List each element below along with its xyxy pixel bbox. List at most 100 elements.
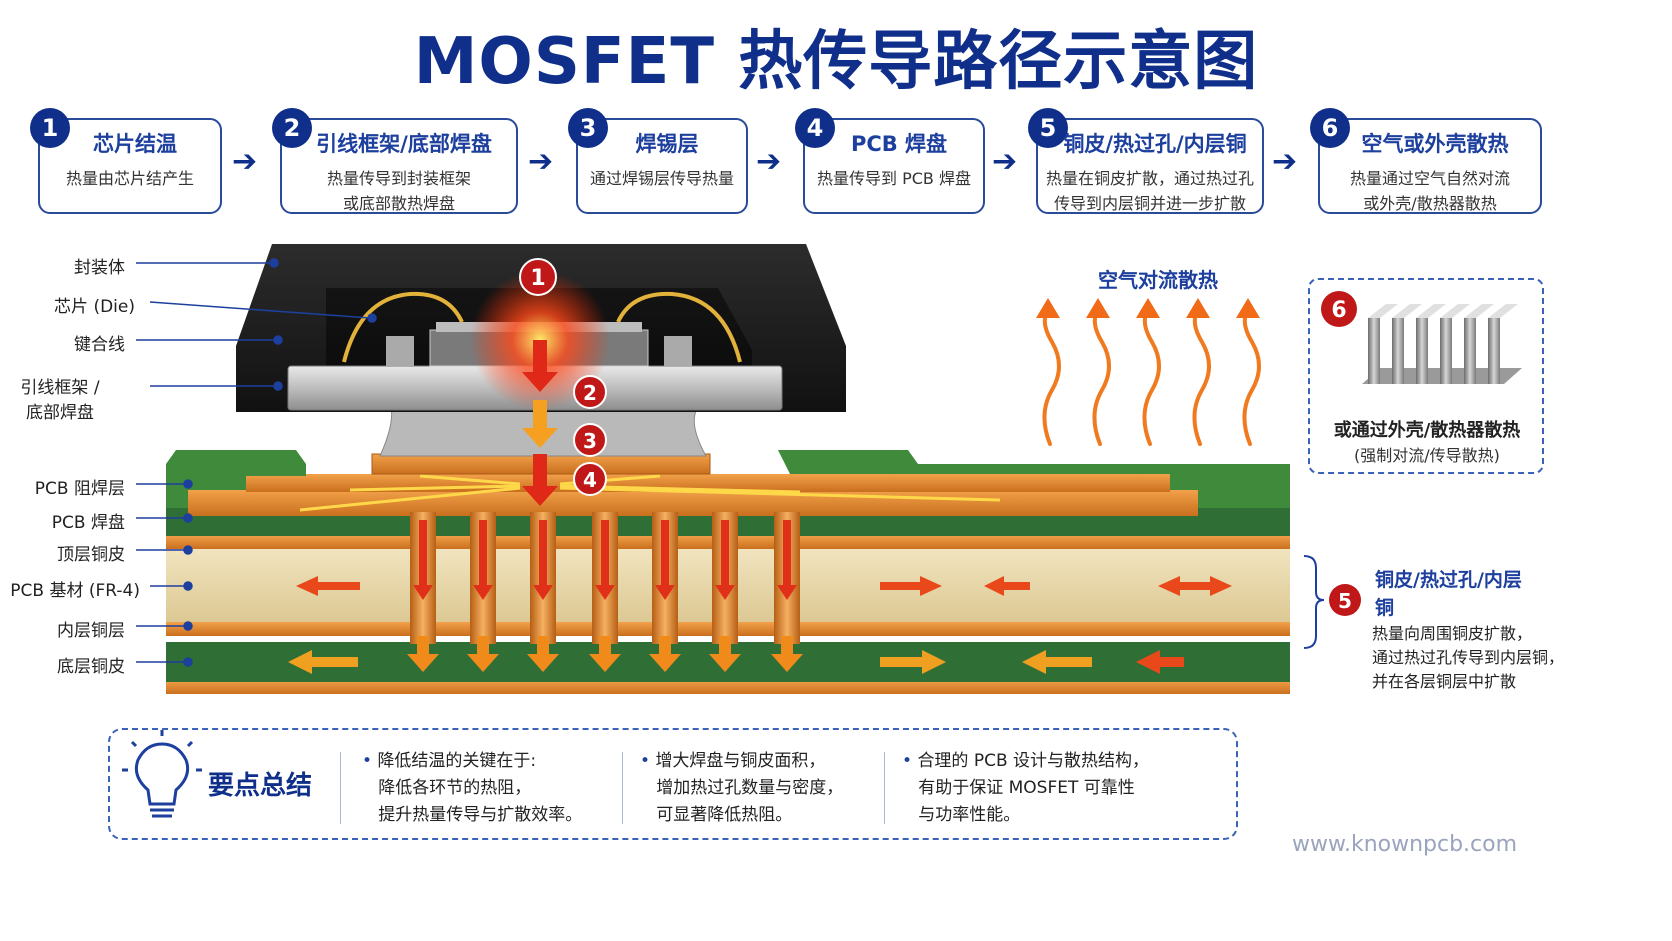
bottom-heat-arrows [407, 636, 803, 672]
air-arrow-heads [1036, 298, 1260, 318]
step-number: 6 [1310, 108, 1350, 148]
step-number: 1 [30, 108, 70, 148]
step-1: 1 芯片结温 热量由芯片结产生 [30, 108, 222, 214]
divider [340, 752, 341, 824]
leader-dot [183, 621, 193, 631]
wavy-up-arrow-icon [1042, 308, 1061, 446]
marker-4: 4 [573, 462, 607, 496]
leader-line [149, 301, 371, 319]
marker-circle [1321, 291, 1357, 327]
step-number: 4 [795, 108, 835, 148]
label-innercopper: 内层铜层 [57, 621, 125, 641]
marker-number: 3 [583, 429, 597, 453]
bond-wire-right [616, 291, 742, 363]
label-bottomcopper: 底层铜皮 [57, 657, 125, 677]
divider [622, 752, 623, 824]
leader-dot [269, 258, 279, 268]
summary-col-1: • 降低结温的关键在于: 降低各环节的热阻， 提升热量传导与扩散效率。 [362, 751, 583, 825]
down-arrow-icon [467, 636, 499, 672]
spread-arrow-icon [349, 484, 521, 492]
flow-arrow-icon: ➔ [528, 144, 554, 179]
arrow-head-icon [1136, 298, 1160, 318]
step-desc: 通过焊锡层传导热量 [589, 169, 734, 188]
via-heat-arrows [413, 520, 797, 600]
leader-dot [183, 545, 193, 555]
via-arrow-icon [473, 520, 493, 600]
arrow-head-icon [1236, 298, 1260, 318]
marker-2: 2 [573, 375, 607, 409]
copper-spread-title: 铜皮/热过孔/内层铜 [1375, 569, 1522, 619]
copper-spread-desc: 热量向周围铜皮扩散， 通过热过孔传导到内层铜， 并在各层铜层中扩散 [1372, 622, 1568, 694]
lightbulb-icon [122, 730, 202, 818]
heatsink-fin-tops [1368, 304, 1518, 318]
via-arrow-icon [413, 520, 433, 600]
marker-6: 6 [1321, 291, 1357, 327]
down-arrow-icon [649, 636, 681, 672]
leader-dot [183, 581, 193, 591]
marker-number: 2 [583, 381, 597, 405]
summary-line: 增大焊盘与铜皮面积， [655, 751, 826, 771]
step-number: 3 [568, 108, 608, 148]
marker-3: 3 [573, 423, 607, 457]
via-arrow-icon [595, 520, 615, 600]
down-arrow-icon [771, 636, 803, 672]
summary-line: 增加热过孔数量与密度， [656, 778, 844, 798]
air-convection-title: 空气对流散热 [1098, 268, 1218, 292]
down-arrow-icon [589, 636, 621, 672]
marker-number: 5 [1338, 589, 1352, 613]
lead-post-left [386, 336, 414, 366]
marker-circle [573, 462, 607, 496]
summary-line: 与功率性能。 [918, 805, 1021, 825]
marker-number: 4 [583, 468, 597, 492]
spread-arrow-icon [299, 486, 521, 512]
right-arrow-icon [880, 576, 942, 596]
step-2: 2 引线框架/底部焊盘 热量传导到封装框架或底部散热焊盘 [272, 108, 518, 214]
step-desc: 热量通过空气自然对流 [1349, 169, 1510, 188]
leader-dot [367, 313, 377, 323]
label-topcopper: 顶层铜皮 [57, 545, 125, 565]
down-arrow-icon [522, 400, 558, 448]
step-title: 焊锡层 [635, 132, 699, 156]
arrow-head-icon [1036, 298, 1060, 318]
leader-dot [273, 381, 283, 391]
flow-arrow-icon: ➔ [756, 144, 782, 179]
marker-circle [573, 423, 607, 457]
down-arrow-icon [407, 636, 439, 672]
air-convection-arrows [1042, 308, 1261, 446]
marker-circle [519, 258, 557, 296]
heatsink-caption: 或通过外壳/散热器散热 [1333, 420, 1521, 441]
pcb-bottom-edge [166, 680, 1290, 694]
pcb-solder-mask-left [166, 450, 306, 508]
heatsink-subcaption: (强制对流/传导散热) [1354, 446, 1500, 465]
marker-number: 1 [530, 266, 545, 291]
pcb-solder-mask-right [778, 450, 1290, 508]
summary-line: 有助于保证 MOSFET 可靠性 [918, 778, 1135, 798]
via-arrow-icon [777, 520, 797, 600]
right-arrow-icon [880, 650, 946, 674]
step-4: 4 PCB 焊盘 热量传导到 PCB 焊盘 [795, 108, 985, 214]
leader-dot [183, 513, 193, 523]
desc-line: 并在各层铜层中扩散 [1372, 672, 1517, 691]
label-pad: PCB 焊盘 [51, 513, 125, 533]
step-desc: 或外壳/散热器散热 [1363, 194, 1497, 213]
double-arrow-icon [1158, 576, 1232, 596]
step-title: 铜皮/热过孔/内层铜 [1063, 132, 1247, 156]
step-title: 芯片结温 [93, 132, 177, 156]
summary-col-2: • 增大焊盘与铜皮面积， 增加热过孔数量与密度， 可显著降低热阻。 [640, 751, 844, 825]
label-leadframe-line2: 底部焊盘 [26, 403, 94, 423]
heatsink-fin [1392, 318, 1404, 384]
step-title: 引线框架/底部焊盘 [316, 132, 492, 156]
spread-arrow-icon [419, 474, 521, 486]
leader-lines [136, 258, 377, 667]
heatsink-fin [1440, 318, 1452, 384]
marker-5: 5 [1329, 584, 1361, 616]
left-arrow-icon [296, 576, 360, 596]
bulb-outline [134, 742, 190, 806]
heatsink-fin [1488, 318, 1500, 384]
label-substrate: PCB 基材 (FR-4) [10, 581, 140, 601]
wavy-up-arrow-icon [1142, 308, 1161, 446]
bulb-ray [186, 740, 194, 748]
step-6: 6 空气或外壳散热 热量通过空气自然对流或外壳/散热器散热 [1310, 108, 1542, 214]
bracket [1303, 555, 1325, 649]
step-3: 3 焊锡层 通过焊锡层传导热量 [568, 108, 748, 214]
